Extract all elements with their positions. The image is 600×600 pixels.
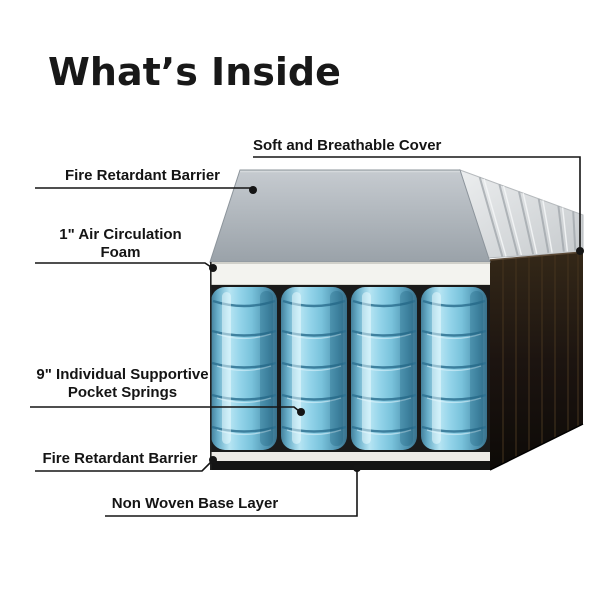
side-panel xyxy=(489,251,584,471)
label-air-circulation-foam-line2: Foam xyxy=(100,244,141,261)
fire-barrier-sheet xyxy=(209,169,491,263)
leader-lines xyxy=(30,156,581,517)
label-air-circulation-foam: 1" Air Circulation Foam xyxy=(35,226,206,262)
cover-rib-lines xyxy=(478,176,577,257)
quilted-cover xyxy=(459,169,584,259)
leader-fire-bottom-line xyxy=(35,461,212,472)
cover-rib-highlights xyxy=(483,178,569,257)
leader-fire-top-dot xyxy=(249,186,257,194)
leader-base-dot xyxy=(353,464,361,472)
label-fire-retardant-barrier-top-text: Fire Retardant Barrier xyxy=(64,167,221,184)
label-fire-retardant-barrier-top: Fire Retardant Barrier xyxy=(35,167,250,185)
page-title: What’s Inside xyxy=(48,50,341,94)
base-layer-strip xyxy=(210,461,490,470)
foam-layer xyxy=(210,262,490,285)
label-non-woven-base-layer: Non Woven Base Layer xyxy=(105,495,285,513)
leader-foam-line xyxy=(35,262,212,268)
label-non-woven-base-layer-text: Non Woven Base Layer xyxy=(111,495,279,512)
leader-cover-line xyxy=(253,156,581,249)
side-panel-striations xyxy=(502,252,579,464)
leader-dots xyxy=(209,186,584,472)
label-soft-breathable-cover-text: Soft and Breathable Cover xyxy=(253,137,442,154)
label-pocket-springs: 9" Individual Supportive Pocket Springs xyxy=(30,366,215,402)
leader-fire-bottom-dot xyxy=(209,456,217,464)
leader-foam-dot xyxy=(209,264,217,272)
label-fire-retardant-barrier-bottom: Fire Retardant Barrier xyxy=(35,450,205,468)
leader-base-line xyxy=(105,471,358,517)
leader-cover-dot xyxy=(576,247,584,255)
label-soft-breathable-cover: Soft and Breathable Cover xyxy=(253,137,441,155)
bottom-fire-barrier xyxy=(210,452,490,461)
leader-springs-line xyxy=(30,406,300,412)
label-fire-retardant-barrier-bottom-text: Fire Retardant Barrier xyxy=(42,450,198,467)
pocket-springs xyxy=(209,285,490,452)
label-pocket-springs-line2: Pocket Springs xyxy=(67,384,178,401)
leader-springs-dot xyxy=(297,408,305,416)
label-pocket-springs-line1: 9" Individual Supportive xyxy=(36,366,209,383)
label-air-circulation-foam-line1: 1" Air Circulation xyxy=(59,226,182,243)
